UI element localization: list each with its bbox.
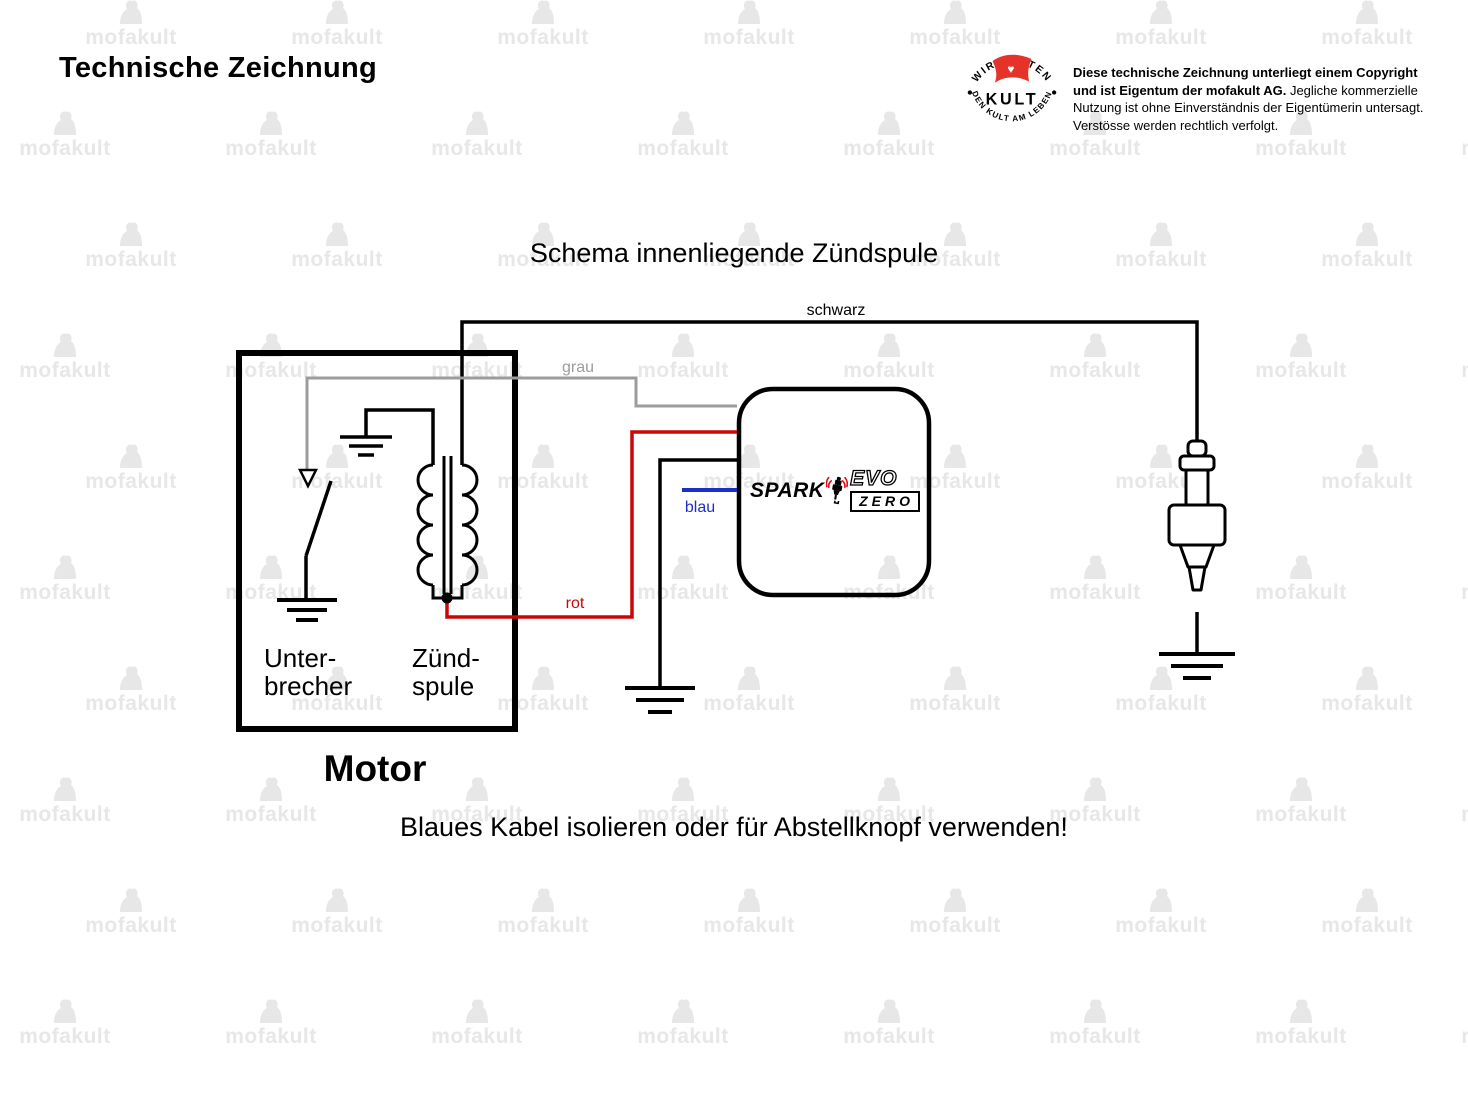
spark-plug-icon — [826, 476, 849, 504]
wire-rot: rot — [445, 430, 737, 619]
wire-schwarz-label: schwarz — [807, 302, 866, 319]
brand-evo-text: EVO — [849, 466, 898, 490]
spark-plug-symbol — [1159, 439, 1235, 680]
schema-title: Schema innenliegende Zündspule — [529, 238, 939, 268]
wire-rot-label: rot — [566, 595, 585, 612]
coil-primary-winding — [416, 463, 434, 587]
breaker-contact-icon — [297, 468, 319, 489]
brand-zero-text: ZERO — [850, 490, 920, 513]
stamp-center-text: KULT — [986, 90, 1039, 108]
copyright-bold: Diese technische Zeichnung unterliegt ei… — [1073, 65, 1418, 98]
stamp-right-dot — [1051, 90, 1057, 95]
component-labels: Unter- brecher Zünd- spule Motor — [264, 643, 480, 789]
copyright-regular: Jegliche kommerzielle Nutzung ist ohne E… — [1073, 82, 1424, 133]
brand-spark-text: SPARK — [750, 478, 825, 502]
junction-dot — [441, 592, 453, 604]
coil-label-line2: spule — [412, 671, 474, 701]
wire-blau-label: blau — [685, 499, 715, 516]
plug-collar — [1178, 454, 1216, 472]
spark-evo-zero-logo: SPARK EVO ZERO — [750, 452, 920, 528]
motor-label: Motor — [324, 748, 427, 789]
plug-electrode — [1187, 565, 1207, 592]
brand-evo-zero-column: EVO ZERO — [849, 466, 920, 513]
wire-grau-path — [305, 376, 737, 474]
breaker-label-line2: brecher — [264, 671, 352, 701]
breaker-lever — [304, 480, 333, 557]
stamp-left-dot — [967, 90, 973, 95]
wire-schwarz: schwarz — [460, 302, 1199, 465]
coil-top-connector — [364, 408, 435, 465]
wire-grau-label: grau — [562, 359, 594, 376]
wire-schwarz-path — [460, 320, 1199, 465]
plug-insulator — [1184, 468, 1210, 507]
breaker-label-line1: Unter- — [264, 643, 336, 673]
wire-grau: grau — [305, 359, 737, 474]
cdi-ground — [625, 458, 737, 714]
wire-rot-path — [445, 430, 737, 619]
cdi-box — [736, 386, 932, 598]
breaker-symbol — [277, 468, 337, 622]
wire-blau: blau — [682, 488, 737, 516]
plug-glyph — [832, 476, 843, 504]
page-title: Technische Zeichnung — [59, 52, 378, 84]
mofakult-stamp: WIR HALTEN DEN KULT AM LEBEN ♥ KULT — [967, 54, 1057, 123]
kult-flag-icon — [992, 54, 1032, 83]
plug-taper — [1178, 543, 1216, 569]
ignition-coil-symbol — [340, 408, 479, 604]
footer-note: Blaues Kabel isolieren oder für Abstellk… — [400, 812, 1068, 842]
spark-waves-icon — [826, 476, 849, 488]
plug-hex-body — [1167, 503, 1227, 547]
motor-box — [236, 350, 518, 732]
plug-terminal — [1186, 439, 1208, 458]
cdi-ground-wire — [658, 458, 737, 688]
copyright-text: Diese technische Zeichnung unterliegt ei… — [1073, 64, 1425, 134]
flag-heart-icon: ♥ — [1007, 62, 1014, 76]
coil-label-line1: Zünd- — [412, 643, 480, 673]
coil-secondary-winding — [461, 463, 479, 587]
